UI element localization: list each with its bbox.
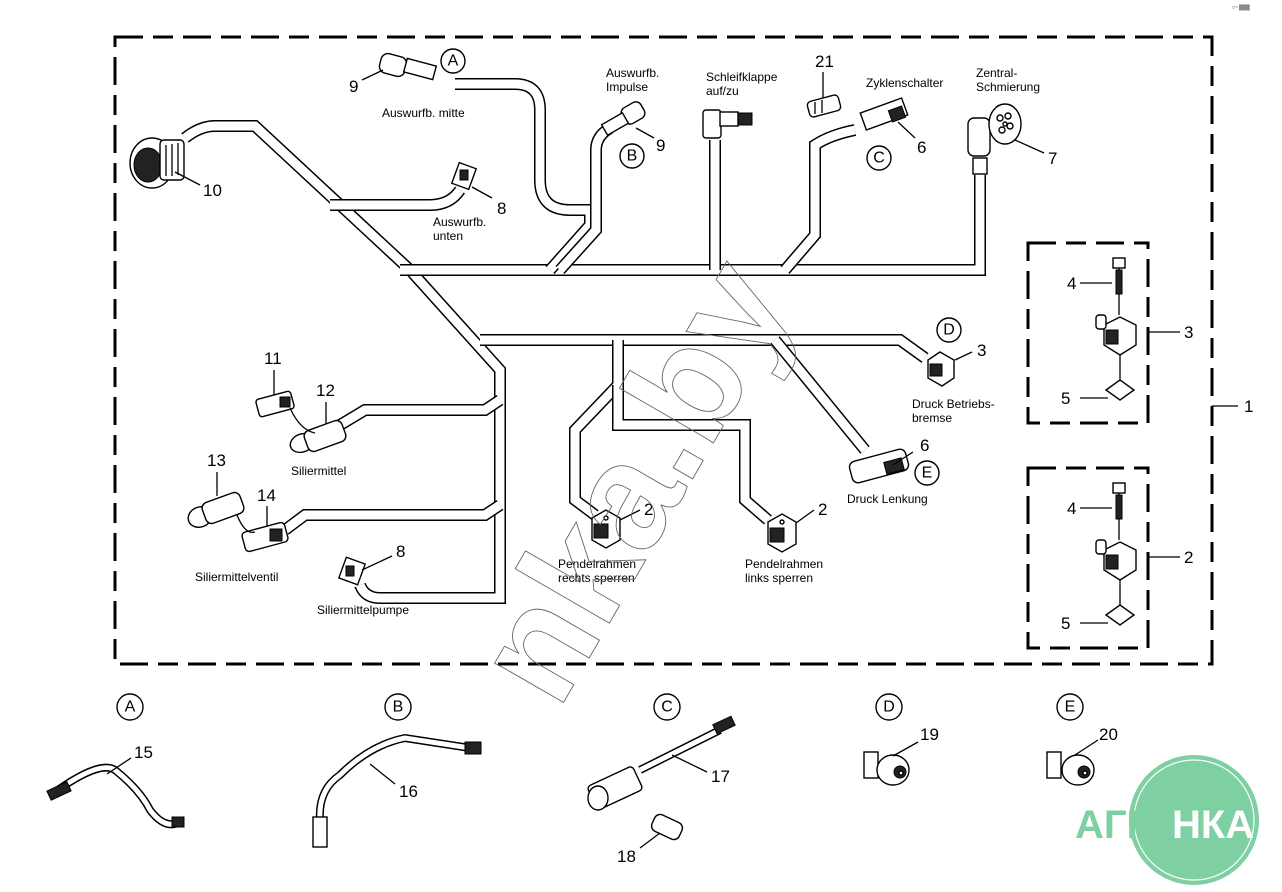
connector-8-auswurfb-unten [450,161,478,191]
connector-14-siliermittelventil [241,521,289,553]
callout-13: 13 [207,451,226,470]
label-druck-betriebsbremse-2: bremse [912,411,952,425]
label-pendel-rechts-2: rechts sperren [558,571,635,585]
detail-d-label: D [883,699,895,716]
ref-a-label: A [448,53,459,70]
ref-circle-e [914,460,940,486]
label-impulse-2: Impulse [606,80,648,94]
connector-11 [255,390,295,418]
callout-8-pump: 8 [396,542,405,561]
callout-11: 11 [264,349,282,368]
connector-2-pendel-rechts [591,509,621,549]
connector-6-druck-lenkung [848,448,910,484]
label-impulse-1: Auswurfb. [606,66,659,80]
callout-6-c: 6 [917,138,926,157]
callout-4-lower: 4 [1067,499,1076,518]
logo-left-text: АГРО [1075,803,1184,847]
subassembly-3 [1026,241,1180,425]
detail-b-label: B [393,699,404,716]
label-auswurfb-unten-2: unten [433,229,463,243]
label-zyklenschalter: Zyklenschalter [866,76,943,90]
connector-9-auswurfb-mitte [378,52,438,81]
label-druck-betriebsbremse-1: Druck Betriebs- [912,397,995,411]
callout-2-links: 2 [818,500,827,519]
label-auswurfb-unten-1: Auswurfb. [433,215,486,229]
label-pendel-rechts-1: Pendelrahmen [558,557,636,571]
callout-5-lower: 5 [1061,614,1070,633]
callout-19: 19 [920,725,939,744]
ref-c-label: C [873,150,885,167]
callout-7: 7 [1048,149,1057,168]
connector-schleifklappe [702,109,753,139]
label-schleifklappe-1: Schleifklappe [706,70,778,84]
callout-3-box: 3 [1184,323,1193,342]
callout-16: 16 [399,782,418,801]
ref-circle-c [866,145,892,171]
connector-12-siliermittel [289,419,347,454]
callout-18: 18 [617,847,636,866]
callout-3-d: 3 [977,341,986,360]
callout-9-a: 9 [349,77,358,96]
detail-c-label: C [661,699,673,716]
callout-1: 1 [1244,397,1253,416]
connector-3-druck-betriebsbremse [927,351,955,387]
detail-view-b: B 16 [312,693,482,848]
callout-17: 17 [711,767,730,786]
label-pendel-links-2: links sperren [745,571,813,585]
connector-21 [806,94,842,118]
harness-wires [181,78,986,604]
connector-8-siliermittelpumpe [337,556,367,586]
connector-10-round [129,137,185,189]
ref-b-label: B [627,148,638,165]
logo-circle [1129,755,1259,885]
ref-circle-d [936,317,962,343]
detail-a-label: A [125,699,136,716]
label-siliermittel: Siliermittel [291,464,346,478]
connector-13 [187,491,245,528]
callout-8-upper: 8 [497,199,506,218]
label-zentral-1: Zentral- [976,66,1017,80]
detail-e-label: E [1065,699,1076,716]
detail-view-d: D 19 [863,693,939,786]
callout-4-upper: 4 [1067,274,1076,293]
ref-circle-b [619,143,645,169]
label-zentral-2: Schmierung [976,80,1040,94]
agronka-logo: АГРО НКА [1075,755,1259,885]
callout-20: 20 [1099,725,1118,744]
detail-view-a: A 15 [46,693,185,829]
detail-view-e: E 20 [1046,693,1118,786]
callout-6-e: 6 [920,436,929,455]
logo-right-text: НКА [1172,803,1254,847]
connector-6-zyklenschalter [859,97,909,131]
callout-9-b: 9 [656,136,665,155]
label-auswurfb-mitte: Auswurfb. mitte [382,106,465,120]
detail-view-c: C 17 18 [587,693,736,866]
assembly-boundary [113,35,1214,666]
ref-e-label: E [922,465,933,482]
connector-7-zentralschmierung [967,103,1022,175]
label-pendel-links-1: Pendelrahmen [745,557,823,571]
callout-12: 12 [316,381,335,400]
callout-2-rechts: 2 [644,500,653,519]
label-schleifklappe-2: auf/zu [706,84,739,98]
callout-15: 15 [134,743,153,762]
callout-2-box: 2 [1184,548,1193,567]
label-siliermittelpumpe: Siliermittelpumpe [317,603,409,617]
connector-9-impulse [600,101,646,137]
callout-5-upper: 5 [1061,389,1070,408]
ref-d-label: D [943,322,955,339]
label-siliermittelventil: Siliermittelventil [195,570,278,584]
callout-14: 14 [257,486,276,505]
callout-10: 10 [203,181,222,200]
label-druck-lenkung: Druck Lenkung [847,492,928,506]
subassembly-2 [1026,466,1180,650]
connector-2-pendel-links [767,513,797,553]
corner-mark: ¤ᵐ ███ [1232,4,1250,11]
callout-21: 21 [815,52,834,71]
ref-circle-a [440,48,466,74]
